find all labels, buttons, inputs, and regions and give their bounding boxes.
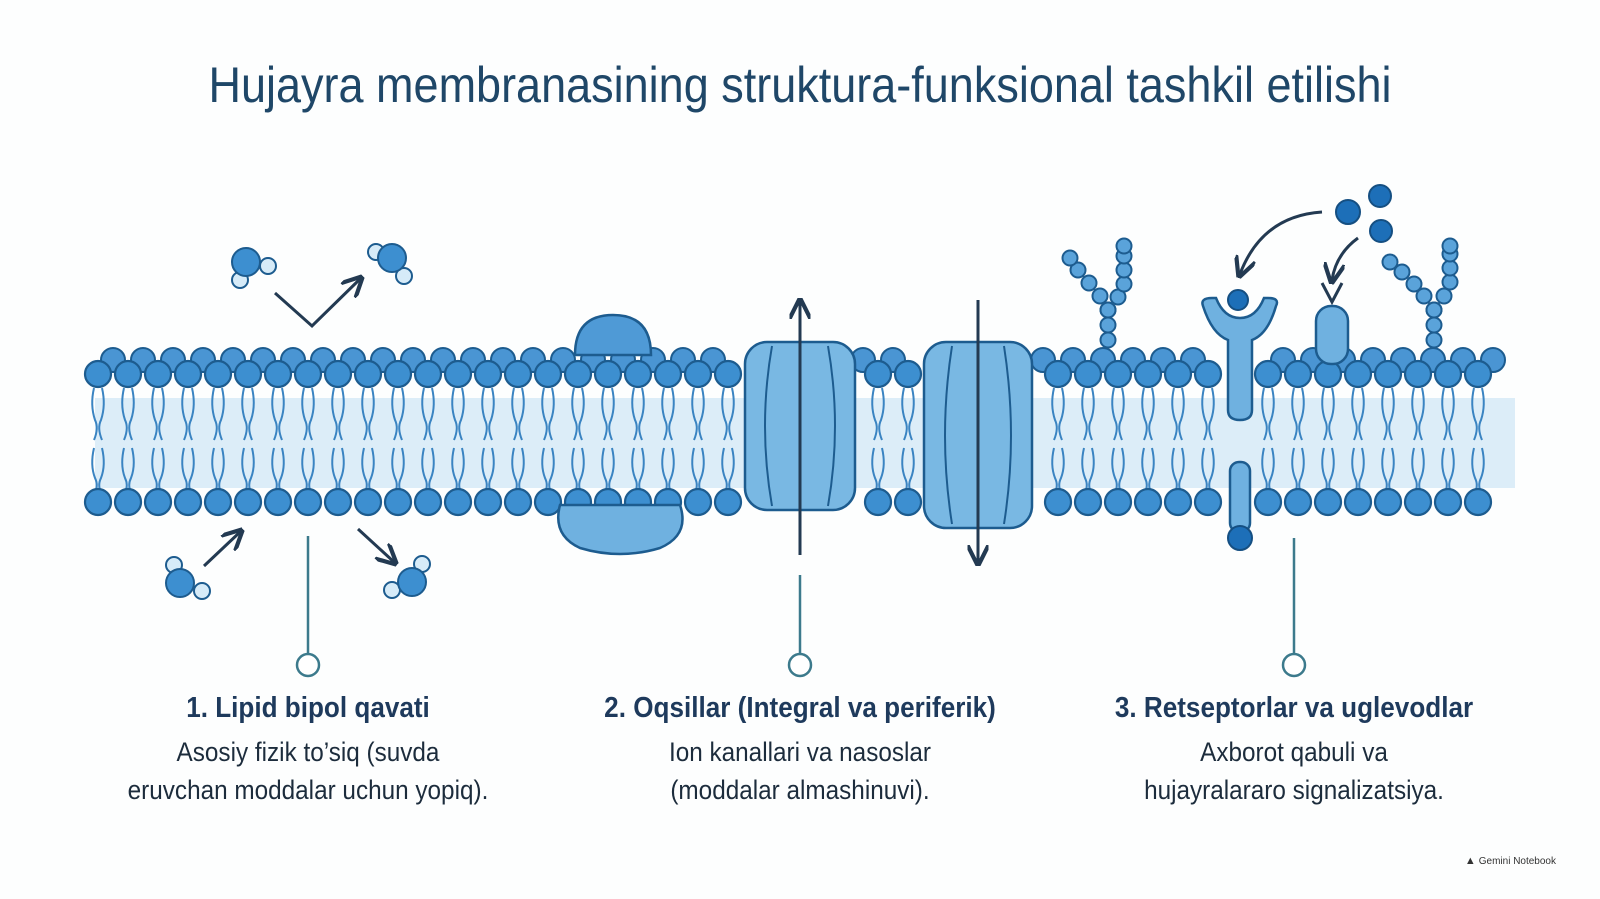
caption-heading: 2. Oqsillar (Integral va periferik) (604, 692, 996, 724)
lipid-bilayer (83, 347, 1506, 517)
ligand-arrow-1 (1240, 210, 1323, 274)
watermark-text: Gemini Notebook (1478, 855, 1556, 867)
caption-text-line: Ion kanallari va nasoslar (668, 737, 932, 767)
pump-protein (922, 300, 1034, 562)
caption-text-line: eruvchan moddalar uchun yopiq). (127, 775, 489, 805)
watermark: ▲ Gemini Notebook (1465, 855, 1556, 867)
carbohydrate-chains (1061, 237, 1459, 349)
signal-ligands (1240, 184, 1393, 280)
caption-receptors: 3. Retseptorlar va uglevodlar Axborot qa… (1054, 692, 1534, 809)
peripheral-protein-top (573, 313, 653, 357)
caption-pointers (295, 536, 1307, 678)
caption-heading: 1. Lipid bipol qavati (186, 692, 430, 724)
caption-proteins: 2. Oqsillar (Integral va periferik) Ion … (540, 692, 1060, 809)
ion-channel-protein (743, 302, 857, 555)
diffusion-arrows (202, 279, 394, 566)
caption-text-line: hujayralararo signalizatsiya. (1144, 775, 1444, 805)
caption-text-line: Asosiy fizik to’siq (suvda (176, 737, 440, 767)
caption-heading: 3. Retseptorlar va uglevodlar (1114, 692, 1474, 724)
water-molecules (165, 243, 431, 600)
caption-text-line: (moddalar almashinuvi). (670, 775, 930, 805)
small-receptor (1314, 282, 1350, 366)
caption-text-line: Axborot qabuli va (1200, 737, 1388, 767)
ligand-arrow-2 (1332, 236, 1359, 280)
peripheral-protein-bottom (557, 503, 684, 556)
notebook-logo-icon: ▲ (1464, 855, 1476, 867)
page-title: Hujayra membranasining struktura-funksio… (208, 57, 1392, 113)
bound-ligand (1227, 289, 1249, 311)
receptor-protein (1201, 289, 1279, 551)
caption-lipid-bilayer: 1. Lipid bipol qavati Asosiy fizik to’si… (68, 692, 548, 809)
